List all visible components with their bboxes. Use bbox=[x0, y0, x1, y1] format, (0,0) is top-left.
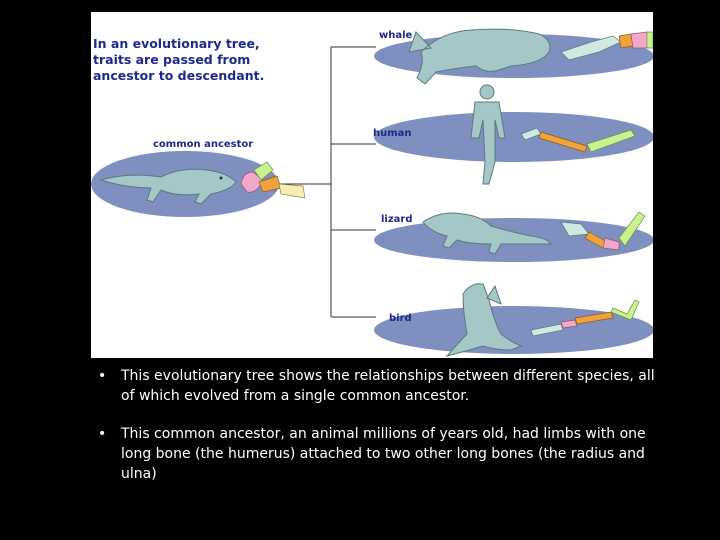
bullet-item: • This evolutionary tree shows the relat… bbox=[98, 366, 658, 406]
label-common-ancestor: common ancestor bbox=[153, 139, 254, 150]
human-arm-bones bbox=[520, 127, 636, 153]
tree-branches bbox=[277, 46, 376, 318]
title-line-1: In an evolutionary tree, bbox=[93, 36, 260, 51]
title-line-3: ancestor to descendant. bbox=[93, 68, 265, 83]
whale-animal bbox=[408, 28, 551, 85]
title-line-2: traits are passed from bbox=[93, 52, 251, 67]
ancestor-limb-bones bbox=[240, 161, 306, 199]
bullet-text: This common ancestor, an animal millions… bbox=[121, 426, 646, 482]
bird-wing-bones bbox=[530, 299, 640, 337]
lizard-animal bbox=[422, 212, 552, 255]
diagram-title: In an evolutionary tree, traits are pass… bbox=[93, 36, 264, 84]
bird-animal bbox=[445, 283, 523, 357]
ancestor-animal bbox=[99, 168, 237, 205]
bullet-marker: • bbox=[98, 426, 107, 442]
label-whale: whale bbox=[379, 30, 413, 41]
bullet-list: • This evolutionary tree shows the relat… bbox=[98, 366, 658, 502]
bullet-item: • This common ancestor, an animal millio… bbox=[98, 424, 658, 484]
tree-diagram bbox=[91, 28, 653, 357]
bullet-text: This evolutionary tree shows the relatio… bbox=[121, 368, 655, 404]
label-bird: bird bbox=[389, 313, 412, 324]
evolutionary-tree-figure: In an evolutionary tree, traits are pass… bbox=[91, 12, 653, 358]
human-figure bbox=[470, 84, 506, 185]
label-lizard: lizard bbox=[381, 214, 413, 225]
lizard-limb-bones bbox=[560, 211, 646, 251]
bullet-marker: • bbox=[98, 368, 107, 384]
whale-flipper-bones bbox=[560, 31, 653, 61]
label-human: human bbox=[373, 128, 412, 139]
